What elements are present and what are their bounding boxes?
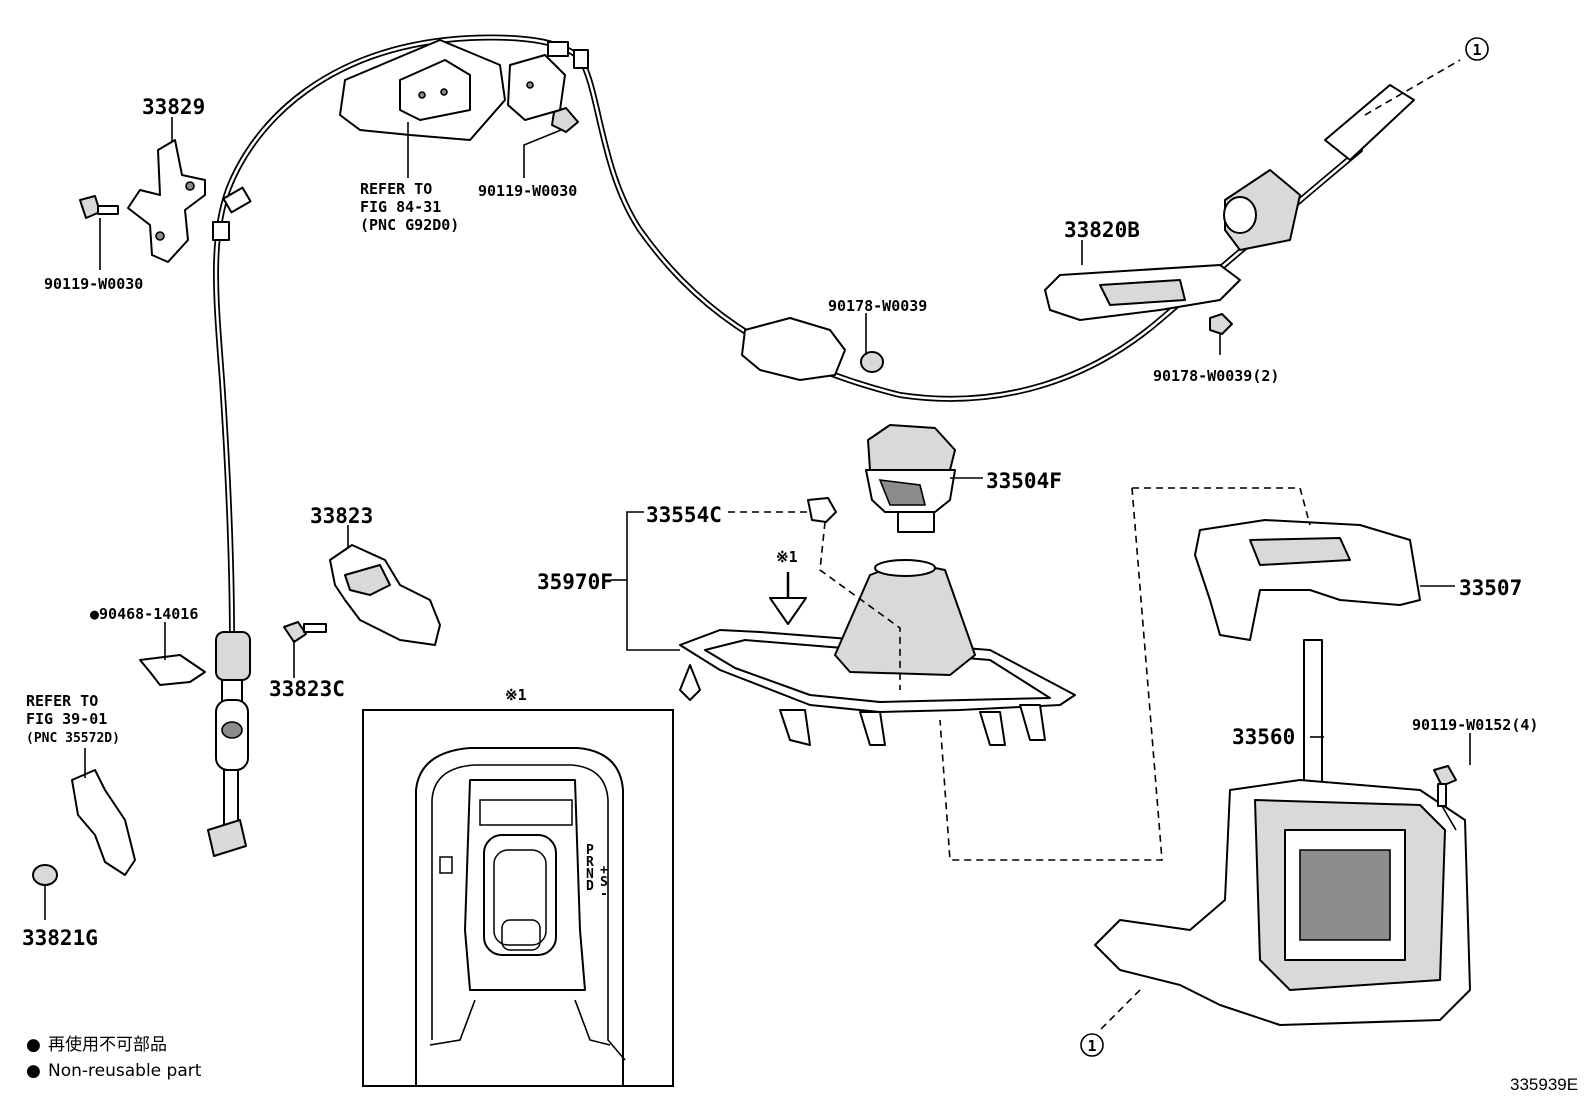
shift-label-s: S — [600, 875, 608, 890]
figure-id: 335939E — [1510, 1075, 1578, 1094]
refer-fig84-line3: (PNC G92D0) — [360, 216, 459, 234]
refer-fig-84-31: REFER TO FIG 84-31 (PNC G92D0) — [360, 180, 459, 234]
bolt-90119-left — [79, 195, 119, 219]
shift-label-r: R — [586, 855, 594, 870]
part-label-33560: 33560 — [1232, 725, 1295, 749]
marker-arrow-note: ※1 — [776, 548, 798, 566]
nut-33821g — [32, 864, 58, 886]
cable-bracket — [339, 39, 566, 141]
legend-bullet-jp: ● — [26, 1035, 41, 1055]
shift-label-n: N — [586, 867, 594, 882]
knob-33504f — [865, 424, 956, 533]
nut-90178-2 — [1209, 313, 1233, 335]
part-label-33507: 33507 — [1459, 576, 1522, 600]
bracket-33829 — [127, 139, 206, 263]
part-label-33554c: 33554C — [646, 503, 722, 527]
part-labels: 33829 90119-W0030 90119-W0030 33820B 901… — [22, 95, 1538, 950]
part-label-33823: 33823 — [310, 504, 373, 528]
legend: ● 再使用不可部品 ● Non-reusable part — [26, 1034, 202, 1081]
detail-box — [362, 709, 674, 1087]
shifter-33560 — [1094, 639, 1471, 1026]
callout-1-top: 1 — [1465, 37, 1489, 61]
refer-fig-39-01: REFER TO FIG 39-01 (PNC 35572D) — [26, 692, 120, 746]
shift-label-minus: - — [600, 887, 608, 902]
refer-fig39-line1: REFER TO — [26, 692, 98, 710]
callout-1-bottom: 1 — [1080, 1033, 1104, 1057]
shift-label-plus: + — [600, 863, 608, 878]
shift-label-p: P — [586, 843, 594, 858]
panel-35970f — [679, 559, 1076, 746]
part-label-90178-w0039-2: 90178-W0039(2) — [1153, 367, 1279, 385]
bolt-90119-w0152 — [1433, 765, 1457, 807]
cover-33820b — [1044, 264, 1241, 321]
clip-33554c — [807, 497, 837, 523]
part-label-33820b: 33820B — [1064, 218, 1140, 242]
nut-90178 — [741, 317, 884, 381]
part-label-33829: 33829 — [142, 95, 205, 119]
legend-bullet-en: ● — [26, 1061, 41, 1081]
callout-1-top-text: 1 — [1472, 41, 1481, 59]
legend-text-jp: 再使用不可部品 — [48, 1034, 167, 1055]
clip-90468 — [139, 654, 206, 686]
housing-33507 — [1194, 519, 1421, 641]
shift-pattern-labels: P R N D + S - — [586, 843, 608, 902]
refer-fig39-line3: (PNC 35572D) — [26, 731, 120, 746]
leader-lines — [44, 59, 1471, 1031]
shift-label-d: D — [586, 879, 594, 894]
part-label-90119-w0030-top: 90119-W0030 — [478, 182, 577, 200]
part-label-90468-14016: ●90468-14016 — [90, 605, 198, 623]
part-label-90119-w0030-left: 90119-W0030 — [44, 275, 143, 293]
part-label-33823c: 33823C — [269, 677, 345, 701]
part-label-90178-w0039: 90178-W0039 — [828, 297, 927, 315]
lever-fig39 — [71, 769, 136, 876]
legend-text-en: Non-reusable part — [48, 1061, 202, 1081]
bolt-90119-top — [551, 107, 579, 133]
shift-cable — [207, 34, 1415, 857]
refer-fig84-line2: FIG 84-31 — [360, 198, 441, 216]
refer-fig84-line1: REFER TO — [360, 180, 432, 198]
part-label-33821g: 33821G — [22, 926, 98, 950]
callout-1-bottom-text: 1 — [1087, 1037, 1096, 1055]
refer-fig39-line2: FIG 39-01 — [26, 710, 107, 728]
part-label-90119-w0152: 90119-W0152(4) — [1412, 716, 1538, 734]
marker-detail-title: ※1 — [505, 686, 527, 704]
part-label-33504f: 33504F — [986, 469, 1062, 493]
guide-33823 — [329, 544, 441, 646]
screw-33823c — [283, 621, 327, 643]
part-label-35970f: 35970F — [537, 570, 613, 594]
